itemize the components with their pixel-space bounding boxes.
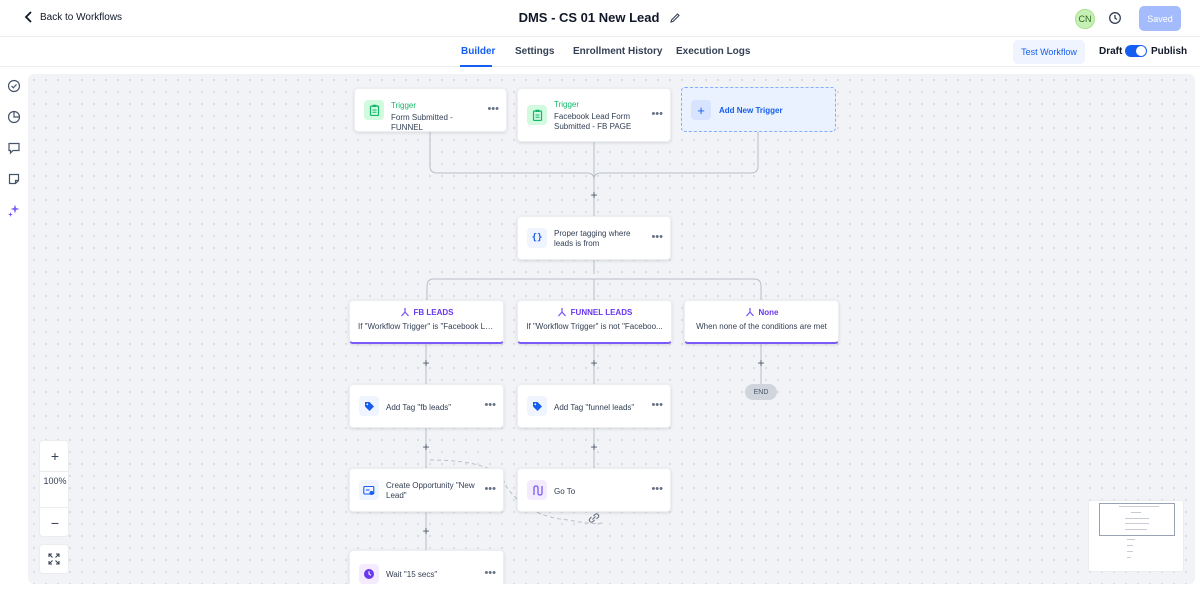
chevron-left-icon (24, 11, 32, 23)
code-braces-icon: {} (527, 228, 547, 248)
more-options-icon[interactable]: ••• (651, 231, 663, 243)
clock-icon (359, 564, 379, 584)
go-to-icon (527, 480, 547, 500)
add-new-trigger-button[interactable]: + Add New Trigger (681, 87, 836, 132)
more-options-icon[interactable]: ••• (651, 108, 663, 120)
publish-label: Publish (1151, 46, 1188, 57)
pencil-icon[interactable] (669, 12, 681, 24)
split-branch-icon (400, 308, 409, 317)
more-options-icon[interactable]: ••• (484, 483, 496, 495)
minimap-viewport[interactable] (1099, 503, 1175, 536)
add-step-button[interactable]: + (757, 356, 765, 370)
trigger-card-funnel[interactable]: Trigger Form Submitted - FUNNEL ••• (354, 88, 507, 132)
history-icon[interactable] (1108, 11, 1122, 25)
end-marker: END (745, 384, 777, 400)
add-step-button[interactable]: + (590, 188, 598, 202)
active-tab-underline (460, 65, 492, 67)
test-workflow-button[interactable]: Test Workflow (1013, 40, 1085, 64)
action-text: Add Tag "fb leads" (386, 403, 452, 412)
action-card-tag-fb-leads[interactable]: Add Tag "fb leads" ••• (349, 384, 504, 428)
more-options-icon[interactable]: ••• (651, 399, 663, 411)
tab-builder[interactable]: Builder (461, 46, 496, 57)
check-circle-icon[interactable] (7, 79, 21, 93)
more-options-icon[interactable]: ••• (484, 567, 496, 579)
action-card-create-opportunity[interactable]: Create Opportunity "New Lead" ••• (349, 468, 504, 512)
branch-name: None (758, 307, 779, 317)
trigger-card-facebook[interactable]: Trigger Facebook Lead Form Submitted - F… (517, 88, 671, 142)
clipboard-icon (527, 105, 547, 125)
branch-condition: If "Workflow Trigger" is "Facebook Le... (358, 322, 497, 331)
tag-icon (359, 396, 379, 416)
top-header: Back to Workflows DMS - CS 01 New Lead C… (0, 0, 1200, 37)
expand-icon (48, 553, 60, 565)
zoom-controls: + 100% − (39, 440, 70, 537)
minimap[interactable] (1088, 500, 1184, 572)
tab-bar: Builder Settings Enrollment History Exec… (0, 37, 1200, 67)
split-branch-icon (745, 308, 754, 317)
action-card-go-to[interactable]: Go To ••• (517, 468, 671, 512)
trigger-kind: Trigger (391, 101, 417, 110)
action-text: Go To (554, 487, 576, 496)
publish-toggle[interactable] (1125, 45, 1147, 57)
branch-name: FUNNEL LEADS (570, 307, 633, 317)
split-branch-icon (557, 308, 566, 317)
clipboard-icon (364, 100, 384, 120)
connector-lines (425, 132, 762, 550)
action-text: Create Opportunity "New Lead" (386, 481, 475, 500)
add-step-button[interactable]: + (422, 524, 430, 538)
tab-enrollment-history[interactable]: Enrollment History (573, 46, 663, 57)
branch-name: FB LEADS (413, 307, 454, 317)
saved-button[interactable]: Saved (1139, 6, 1181, 31)
opportunity-icon (359, 480, 379, 500)
add-step-button[interactable]: + (422, 440, 430, 454)
back-label: Back to Workflows (40, 11, 123, 23)
trigger-kind: Trigger (554, 100, 580, 109)
link-icon[interactable] (587, 511, 601, 525)
more-options-icon[interactable]: ••• (484, 399, 496, 411)
add-step-button[interactable]: + (590, 440, 598, 454)
workflow-title: DMS - CS 01 New Lead (518, 10, 660, 25)
add-trigger-label: Add New Trigger (719, 106, 783, 115)
workflow-canvas[interactable]: Trigger Form Submitted - FUNNEL ••• Trig… (28, 74, 1195, 584)
branch-card-none[interactable]: None When none of the conditions are met (684, 300, 839, 344)
trigger-text: Facebook Lead Form Submitted - FB PAGE (554, 112, 632, 131)
more-options-icon[interactable]: ••• (487, 103, 499, 115)
branch-condition: When none of the conditions are met (696, 322, 827, 331)
draft-label: Draft (1099, 46, 1123, 57)
branch-card-funnel-leads[interactable]: FUNNEL LEADS If "Workflow Trigger" is no… (517, 300, 672, 344)
sparkles-icon[interactable] (7, 203, 21, 217)
back-to-workflows-link[interactable]: Back to Workflows (24, 11, 122, 23)
action-text: Add Tag "funnel leads" (554, 403, 635, 412)
action-card-wait[interactable]: Wait "15 secs" ••• (349, 550, 504, 584)
avatar[interactable]: CN (1075, 9, 1095, 29)
action-card-tag-funnel-leads[interactable]: Add Tag "funnel leads" ••• (517, 384, 671, 428)
zoom-level: 100% (43, 476, 67, 486)
tab-execution-logs[interactable]: Execution Logs (676, 46, 751, 57)
plus-icon: + (691, 100, 711, 120)
tag-icon (527, 396, 547, 416)
fit-view-button[interactable] (39, 544, 69, 574)
action-card-tagging[interactable]: {} Proper tagging where leads is from ••… (517, 216, 671, 260)
branch-condition: If "Workflow Trigger" is not "Faceboo... (526, 322, 663, 331)
action-text: Wait "15 secs" (386, 570, 438, 579)
zoom-out-button[interactable]: − (50, 515, 60, 531)
note-icon[interactable] (7, 172, 21, 186)
branch-card-fb-leads[interactable]: FB LEADS If "Workflow Trigger" is "Faceb… (349, 300, 504, 344)
action-text: Proper tagging where leads is from (554, 229, 631, 248)
add-step-button[interactable]: + (590, 356, 598, 370)
add-step-button[interactable]: + (422, 356, 430, 370)
zoom-in-button[interactable]: + (50, 448, 60, 464)
tab-settings[interactable]: Settings (515, 46, 555, 57)
pie-chart-icon[interactable] (7, 110, 21, 124)
more-options-icon[interactable]: ••• (651, 483, 663, 495)
trigger-text: Form Submitted - FUNNEL (391, 113, 453, 132)
title-area: DMS - CS 01 New Lead (0, 10, 1200, 25)
comment-icon[interactable] (7, 141, 21, 155)
